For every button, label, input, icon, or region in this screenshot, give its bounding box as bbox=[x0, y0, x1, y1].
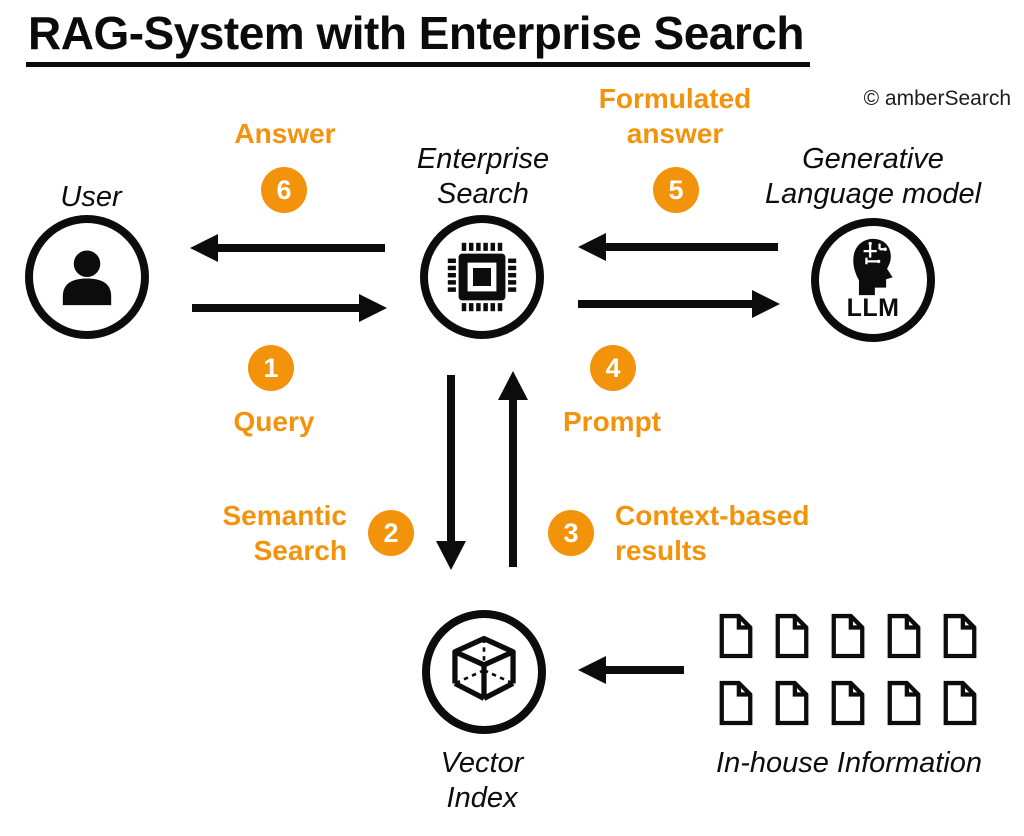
document-icon bbox=[719, 613, 753, 659]
step-badge-4: 4 bbox=[590, 345, 636, 391]
arrow-documents-to-vector-index bbox=[578, 656, 684, 684]
enterprise-search-node bbox=[420, 215, 544, 339]
document-icon bbox=[775, 680, 809, 726]
vector-index-label-line2: Index bbox=[446, 782, 518, 814]
arrow-context-results-up bbox=[498, 371, 528, 567]
semantic-search-label-line1: Semantic bbox=[222, 500, 348, 531]
llm-badge: LLM bbox=[846, 294, 900, 322]
formulated-answer-label-line1: Formulated bbox=[598, 83, 752, 114]
document-icon bbox=[887, 613, 921, 659]
formulated-answer-label-line2: answer bbox=[626, 118, 724, 149]
arrow-semantic-search-down bbox=[436, 375, 466, 570]
step-badge-6: 6 bbox=[261, 167, 307, 213]
document-icon bbox=[719, 680, 753, 726]
page-title: RAG-System with Enterprise Search bbox=[26, 6, 810, 67]
ai-head-icon bbox=[853, 238, 893, 296]
chip-icon bbox=[447, 242, 517, 312]
arrow-answer-to-user bbox=[190, 234, 385, 262]
formulated-answer-label: Formulated answer bbox=[599, 81, 751, 151]
llm-label-line1: Generative bbox=[802, 143, 944, 175]
llm-node: LLM bbox=[811, 218, 935, 342]
document-icon bbox=[831, 680, 865, 726]
document-icon bbox=[943, 613, 977, 659]
document-icon bbox=[943, 680, 977, 726]
inhouse-information-label: In-house Information bbox=[716, 747, 982, 779]
step-badge-2: 2 bbox=[368, 510, 414, 556]
enterprise-search-label-line1: Enterprise bbox=[416, 143, 550, 175]
context-results-label-line1: Context-based bbox=[615, 500, 810, 531]
step-badge-1: 1 bbox=[248, 345, 294, 391]
vector-index-label-line1: Vector bbox=[440, 747, 524, 779]
step-badge-3: 3 bbox=[548, 510, 594, 556]
arrow-prompt-to-llm bbox=[578, 290, 780, 318]
enterprise-search-label: Enterprise Search bbox=[417, 142, 549, 212]
step-badge-5: 5 bbox=[653, 167, 699, 213]
semantic-search-label: Semantic Search bbox=[223, 498, 348, 568]
prompt-label: Prompt bbox=[563, 406, 661, 437]
answer-label: Answer bbox=[234, 118, 336, 149]
document-icon bbox=[775, 613, 809, 659]
llm-label: Generative Language model bbox=[765, 142, 981, 212]
person-icon bbox=[62, 250, 112, 306]
semantic-search-label-line2: Search bbox=[253, 535, 347, 566]
copyright: © amberSearch bbox=[863, 87, 1011, 110]
vector-index-node bbox=[422, 610, 546, 734]
llm-label-line2: Language model bbox=[764, 178, 982, 210]
cube-icon bbox=[452, 635, 516, 701]
enterprise-search-label-line2: Search bbox=[437, 178, 529, 210]
context-results-label: Context-based results bbox=[615, 498, 809, 568]
user-label: User bbox=[60, 181, 122, 213]
documents-grid bbox=[717, 611, 979, 728]
document-icon bbox=[831, 613, 865, 659]
document-icon bbox=[887, 680, 921, 726]
query-label: Query bbox=[233, 406, 315, 437]
arrow-formulated-answer-to-enterprise-search bbox=[578, 233, 778, 261]
vector-index-label: Vector Index bbox=[441, 746, 524, 816]
user-node bbox=[25, 215, 149, 339]
arrow-query-to-enterprise-search bbox=[192, 294, 387, 322]
context-results-label-line2: results bbox=[615, 535, 707, 566]
